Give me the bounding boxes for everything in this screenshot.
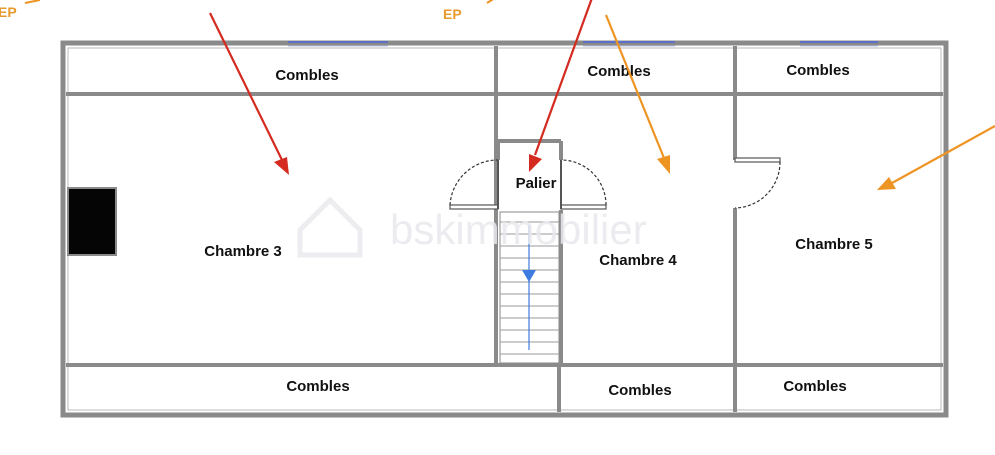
- ep-marker-middle: EP: [443, 6, 462, 22]
- ep-markers: EP EP: [0, 0, 494, 22]
- arrow-red-chambre-3: [209, 12, 283, 161]
- watermark-logo: bskimmobilier: [297, 196, 647, 258]
- door-chambre-5: [734, 157, 781, 163]
- room-labels: Combles Combles Combles Chambre 3 Palier…: [204, 62, 873, 399]
- svg-text:bskimmobilier: bskimmobilier: [390, 206, 647, 253]
- label-combles-top-middle: Combles: [587, 63, 650, 80]
- arrow-red-palier: [533, 0, 593, 156]
- label-combles-top-left: Combles: [275, 67, 338, 84]
- interior-walls: [66, 46, 943, 412]
- windows: [288, 41, 878, 47]
- arrow-orange-chambre-4: [604, 14, 666, 159]
- chimney: [67, 187, 117, 256]
- label-combles-bottom-middle: Combles: [608, 382, 671, 399]
- pointer-arrows: [209, 0, 995, 190]
- doors: [449, 157, 781, 210]
- arrow-orange-chambre-5: [891, 125, 995, 184]
- label-chambre-4: Chambre 4: [599, 252, 677, 269]
- label-palier: Palier: [516, 175, 557, 192]
- label-chambre-3: Chambre 3: [204, 243, 282, 260]
- label-chambre-5: Chambre 5: [795, 236, 873, 253]
- label-combles-top-right: Combles: [786, 62, 849, 79]
- label-combles-bottom-right: Combles: [783, 378, 846, 395]
- staircase: [499, 211, 560, 364]
- ep-marker-left: EP: [0, 4, 17, 20]
- label-combles-bottom-left: Combles: [286, 378, 349, 395]
